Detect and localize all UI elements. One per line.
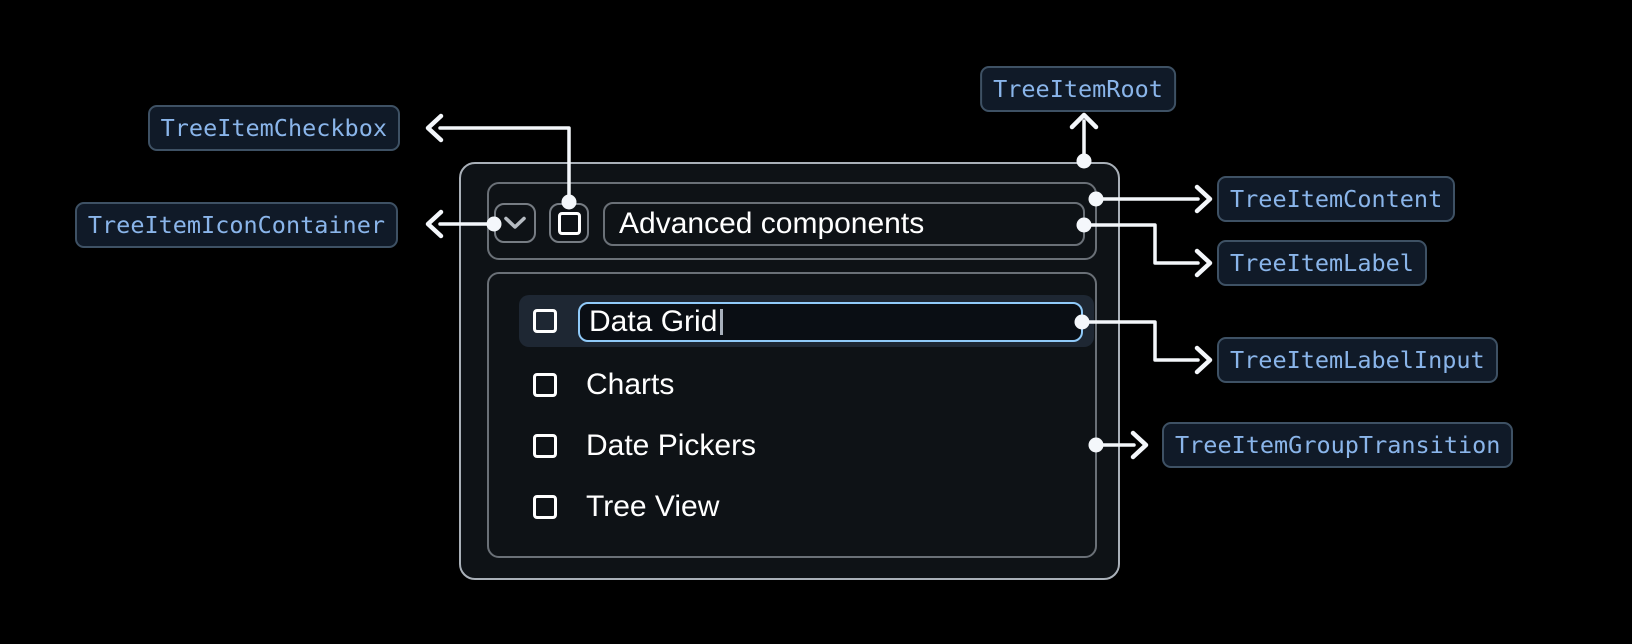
checkbox-unchecked-icon[interactable] bbox=[533, 373, 557, 397]
tree-item-label: Tree View bbox=[586, 490, 720, 523]
annotation-tree-item-icon-container: TreeItemIconContainer bbox=[74, 202, 398, 248]
tree-row-charts[interactable]: Charts bbox=[519, 357, 1094, 413]
annotation-tree-item-content: TreeItemContent bbox=[1217, 176, 1456, 222]
label-input-value: Data Grid bbox=[589, 305, 718, 338]
tree-item-label-input[interactable]: Data Grid bbox=[578, 302, 1083, 342]
tree-item-group-transition bbox=[487, 272, 1097, 558]
tree-row-tree-view[interactable]: Tree View bbox=[519, 479, 1094, 535]
checkbox-unchecked-icon[interactable] bbox=[533, 434, 557, 458]
annotation-tree-item-label: TreeItemLabel bbox=[1217, 240, 1427, 286]
checkbox-unchecked-icon bbox=[557, 211, 581, 235]
annotation-tree-item-checkbox: TreeItemCheckbox bbox=[147, 105, 400, 151]
checkbox-unchecked-icon[interactable] bbox=[533, 309, 557, 333]
tree-item-label[interactable]: Advanced components bbox=[603, 202, 1085, 246]
annotation-tree-item-root: TreeItemRoot bbox=[980, 66, 1176, 112]
tree-item-icon-container[interactable] bbox=[494, 203, 536, 243]
tree-row-date-pickers[interactable]: Date Pickers bbox=[519, 418, 1094, 474]
annotation-tree-item-group-transition: TreeItemGroupTransition bbox=[1162, 422, 1514, 468]
annotation-tree-item-label-input: TreeItemLabelInput bbox=[1217, 337, 1498, 383]
tree-item-label: Charts bbox=[586, 368, 675, 401]
checkbox-unchecked-icon[interactable] bbox=[533, 495, 557, 519]
text-cursor bbox=[720, 309, 724, 335]
chevron-down-icon bbox=[504, 216, 526, 229]
parent-item-label: Advanced components bbox=[619, 207, 925, 240]
tree-item-label: Date Pickers bbox=[586, 429, 757, 462]
tree-item-checkbox[interactable] bbox=[549, 203, 589, 243]
